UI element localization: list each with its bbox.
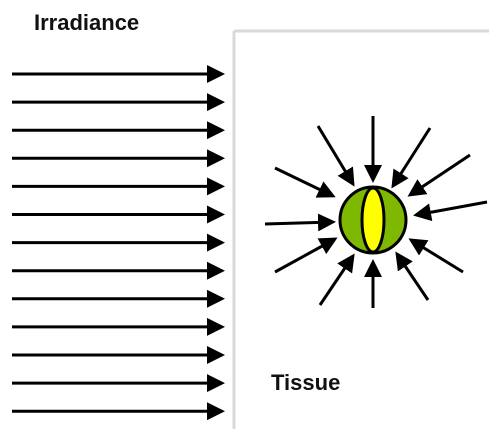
- sphere-yellow-band: [362, 188, 384, 252]
- converging-arrow: [397, 254, 428, 300]
- converging-arrow: [410, 155, 470, 195]
- converging-arrow: [265, 222, 333, 224]
- converging-arrow: [275, 168, 333, 196]
- converging-arrow: [318, 126, 353, 184]
- irradiance-label: Irradiance: [34, 12, 139, 34]
- converging-arrow: [320, 256, 353, 305]
- tissue-label: Tissue: [271, 372, 340, 394]
- absorber-sphere: [340, 187, 406, 253]
- converging-arrow: [416, 202, 487, 215]
- incoming-irradiance-arrows: [12, 74, 222, 411]
- converging-arrow: [393, 128, 430, 186]
- converging-arrow: [411, 240, 463, 272]
- converging-arrow: [275, 239, 335, 272]
